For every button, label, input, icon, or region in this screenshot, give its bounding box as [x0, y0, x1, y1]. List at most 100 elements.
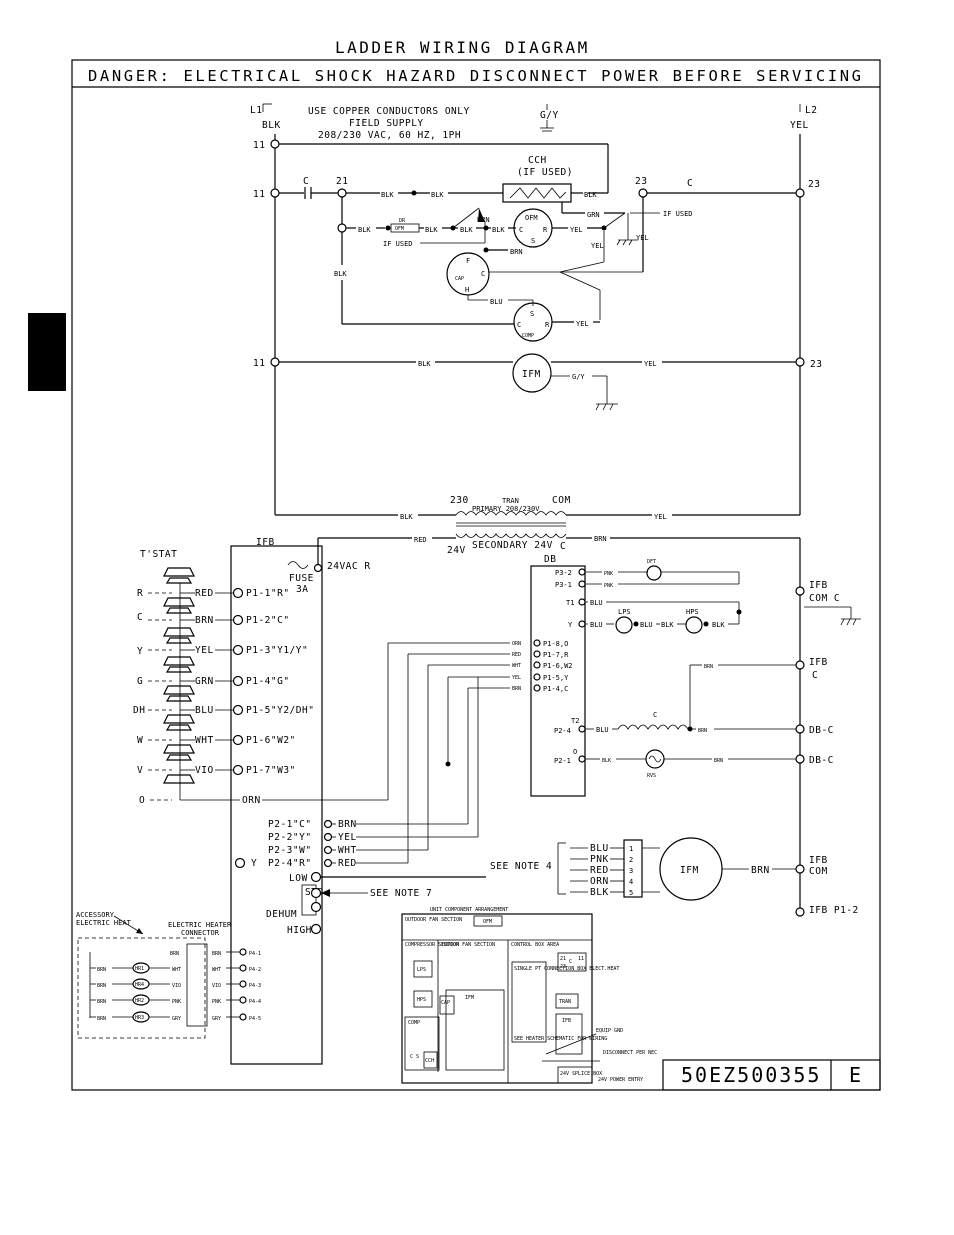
tstat-row: Y YEL P1-3"Y1/Y": [137, 627, 308, 657]
terminal-21: 21: [336, 176, 348, 187]
wire-brn-c: BRN: [704, 664, 713, 670]
p2-wire: RED: [338, 858, 357, 869]
arr-lps: LPS: [417, 967, 426, 973]
heater-wire-r: VIO: [172, 983, 181, 989]
heater-wire-l: BRN: [97, 999, 106, 1005]
tstat-label: T'STAT: [140, 549, 177, 560]
heater-row: BRN HR4 VIO VIO P4-3: [90, 978, 261, 990]
dr-relay-label: OFM: [395, 226, 404, 232]
tran-230: 230: [450, 495, 469, 506]
cch-heater: [502, 183, 572, 203]
heater-wire-rr: BRN: [212, 951, 221, 957]
tstat-wire: BRN: [195, 615, 214, 626]
heater-row: BRN HR1 WHT WHT P4-2: [90, 962, 261, 974]
arr-hps: HPS: [417, 997, 426, 1003]
ifb-low-label: LOW: [289, 873, 308, 884]
heater-wire-l: BRN: [97, 1016, 106, 1022]
db-p21: P2-1: [554, 757, 571, 765]
motor-pin: 4: [629, 878, 633, 886]
tstat-letter: O: [139, 795, 145, 806]
tstat-row: V VIO P1-7"W3": [137, 744, 296, 776]
tran-secondary: SECONDARY 24V: [472, 540, 553, 551]
tstat-row: C BRN P1-2"C": [137, 597, 289, 626]
tran-primary: PRIMARY 208/230V: [472, 505, 540, 513]
motor-wire: BLK: [590, 887, 609, 898]
arr-splice: 24V SPLICE BOX: [560, 1071, 602, 1077]
tstat-pin: P1-5"Y2/DH": [246, 705, 314, 716]
heater-wire-l: BRN: [97, 983, 106, 989]
tstat-wire: RED: [195, 588, 214, 599]
p2-pin: P2-1"C": [268, 819, 312, 830]
terminal-23-right: 23: [808, 179, 820, 190]
p2-pin: P2-3"W": [268, 845, 312, 856]
l2-wire: YEL: [790, 120, 809, 131]
heater-wire-r: GRY: [172, 1016, 181, 1022]
tstat-row: W WHT P1-6"W2": [137, 714, 296, 746]
wire-brn-ifm: BRN: [751, 865, 770, 876]
rvs-label: RVS: [647, 773, 656, 779]
arr-outdoor: OUTDOOR FAN SECTION: [405, 917, 462, 923]
db-board: [530, 565, 586, 797]
arr-disconnect: DISCONNECT PER NEC: [603, 1050, 657, 1056]
motor-wire: BLU: [590, 843, 609, 854]
tstat-wire: YEL: [195, 645, 214, 656]
danger-banner: DANGER: ELECTRICAL SHOCK HAZARD DISCONNE…: [88, 67, 864, 85]
right-dbc-1: DB-C: [809, 725, 834, 736]
heater-row: BRN HR2 PNK PNK P4-4: [90, 994, 261, 1006]
wire-yel-5: YEL: [644, 360, 657, 368]
wire-blk-3: BLK: [358, 226, 371, 234]
heater-connector-1: ELECTRIC HEATER: [168, 921, 232, 929]
vac-label: 24VAC R: [327, 561, 371, 572]
tstat-row: R RED P1-1"R": [137, 567, 290, 599]
wire-brn-1: BRN: [477, 216, 490, 224]
heater-pin: P4-2: [249, 967, 261, 973]
section-tab: [28, 313, 66, 391]
db-p32: P3-2: [555, 569, 572, 577]
heater-elem: HR1: [135, 966, 144, 972]
heater-electric-heat: ELECTRIC HEAT: [76, 919, 132, 927]
tstat-row: DH BLU P1-5"Y2/DH": [133, 685, 314, 716]
tstat-letter: G: [137, 676, 143, 687]
tstat-pin: P1-1"R": [246, 588, 290, 599]
heater-wire-rr: GRY: [212, 1016, 221, 1022]
wire-blk-7: BLK: [334, 270, 347, 278]
db-o: O: [573, 748, 577, 756]
wire-blk-rvs: BLK: [602, 758, 611, 764]
arrangement-box: [401, 913, 593, 1084]
ifm-bottom-label: IFM: [680, 865, 699, 876]
heater-elem: HR3: [135, 1015, 144, 1021]
db-p31: P3-1: [555, 581, 572, 589]
cch-note: (IF USED): [517, 167, 573, 178]
p2-row: P2-3"W" WHT: [268, 845, 428, 856]
tstat-letter: C: [137, 612, 143, 623]
heater-wire-r: WHT: [172, 967, 181, 973]
l2-label: L2: [805, 105, 817, 116]
wire-blk-10: BLK: [661, 621, 674, 629]
hps-label: HPS: [686, 608, 699, 616]
heater-accessory: ACCESSORY: [76, 911, 115, 919]
arr-cap: CAP: [441, 1000, 450, 1006]
right-com: COM: [809, 866, 828, 877]
heater-wire-r: BRN: [170, 951, 179, 957]
heater-pin: P4-4: [249, 999, 261, 1005]
p2-wire: BRN: [338, 819, 357, 830]
motor-pin: 1: [629, 845, 633, 853]
db-p17: P1-7,R: [543, 651, 569, 659]
cap-label: CAP: [455, 276, 464, 282]
ground-label: G/Y: [540, 110, 559, 121]
revision: E: [849, 1063, 861, 1087]
tran-label: TRAN: [502, 497, 519, 505]
supply-note-copper: USE COPPER CONDUCTORS ONLY: [308, 106, 470, 117]
wire-blk-6: BLK: [492, 226, 505, 234]
heater-elem: HR2: [135, 998, 144, 1004]
wire-brn-coil: BRN: [698, 728, 707, 734]
wire-blk-5: BLK: [460, 226, 473, 234]
tstat-pin: P1-4"G": [246, 676, 290, 687]
tstat-pin: P1-7"W3": [246, 765, 296, 776]
p2-row: P2-2"Y" YEL: [268, 832, 478, 843]
terminal-23-bottom: 23: [810, 359, 822, 370]
tstat-pin: P1-6"W2": [246, 735, 296, 746]
p2-row: P2-4"R" RED: [268, 858, 408, 869]
ofm-label: OFM: [525, 214, 538, 222]
arr-equip-gnd: EQUIP GND: [596, 1028, 623, 1034]
